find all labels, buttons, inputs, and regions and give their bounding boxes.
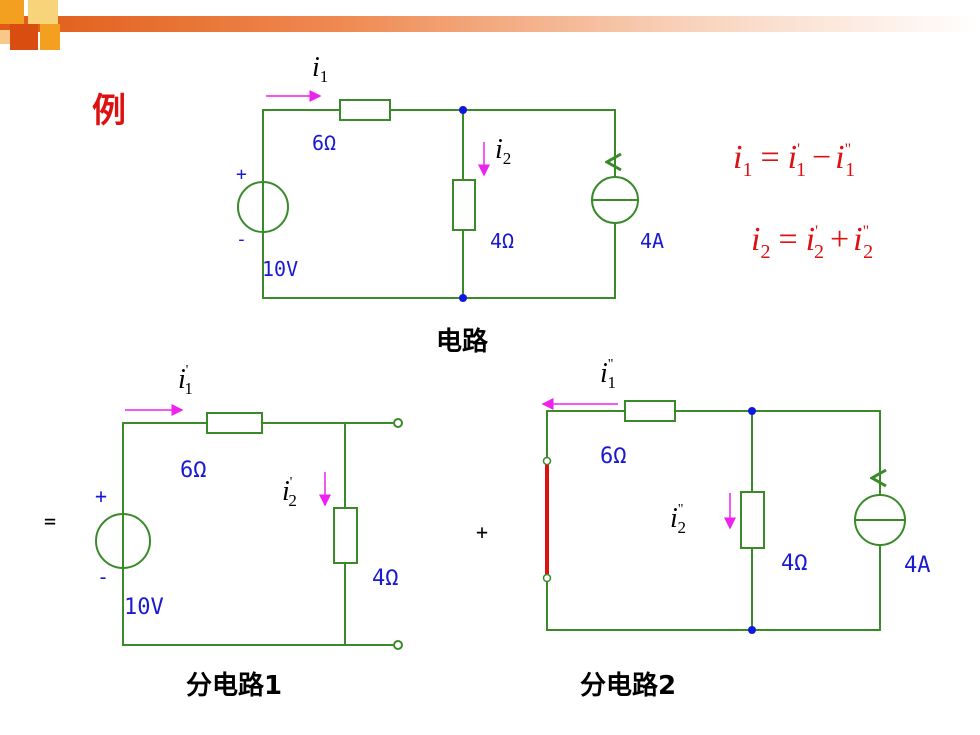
main-i1-label: i1 <box>312 52 328 86</box>
main-r2-label: 4Ω <box>490 229 514 253</box>
sub1-r2-box <box>333 507 358 564</box>
main-i2-label: i2 <box>495 134 511 168</box>
sub2-node-top <box>748 407 756 415</box>
main-minus-label: - <box>236 229 247 250</box>
main-10v-label: 10V <box>262 257 298 281</box>
main-node-bottom <box>459 294 467 302</box>
sub1-i2-label: i'2 <box>282 475 297 510</box>
equals-sign: = <box>44 509 56 533</box>
plus-sign: + <box>476 520 488 544</box>
main-r1-label: 6Ω <box>312 131 336 155</box>
main-4a-label: 4A <box>640 229 664 253</box>
sub1-open-terminal-bottom <box>393 640 403 650</box>
sub1-caption: 分电路1 <box>186 670 282 701</box>
sub2-r1-label: 6Ω <box>600 444 627 469</box>
main-caption: 电路 <box>436 326 489 357</box>
example-label: 例 <box>92 91 126 131</box>
sub1-circuit <box>95 412 403 650</box>
logo-squares-icon <box>0 0 60 50</box>
main-circuit <box>237 99 639 299</box>
sub1-r2-label: 4Ω <box>372 566 399 591</box>
sub2-i2-label: i"2 <box>670 502 686 537</box>
sub1-plus-label: + <box>95 484 107 508</box>
sub1-r1-box <box>206 412 263 434</box>
sub1-open-terminal-top <box>393 418 403 428</box>
main-r2-box <box>452 179 476 231</box>
equation-1: i1=i'1−i"1 <box>733 139 855 181</box>
sub1-i1-label: i'1 <box>178 363 193 398</box>
sub2-i1-label: i"1 <box>600 357 616 392</box>
main-wires <box>262 109 616 299</box>
main-r1-box <box>339 99 391 121</box>
sub2-node-bottom <box>748 626 756 634</box>
sub2-4a-label: 4A <box>904 553 931 578</box>
sub2-circuit <box>546 400 906 631</box>
main-plus-label: + <box>236 164 247 185</box>
sub2-r1-box <box>624 400 676 422</box>
sub2-short-terminal-top <box>542 456 552 466</box>
equation-2: i2=i'2+i"2 <box>751 221 873 263</box>
sub1-r1-label: 6Ω <box>180 458 207 483</box>
sub2-r2-box <box>740 491 765 549</box>
title-gradient-bar <box>0 16 980 32</box>
main-node-top <box>459 106 467 114</box>
sub1-minus-label: - <box>97 565 109 589</box>
sub2-caption: 分电路2 <box>580 670 676 701</box>
sub2-r2-label: 4Ω <box>781 551 808 576</box>
sub2-short-terminal-bottom <box>542 573 552 583</box>
sub1-10v-label: 10V <box>124 595 164 620</box>
